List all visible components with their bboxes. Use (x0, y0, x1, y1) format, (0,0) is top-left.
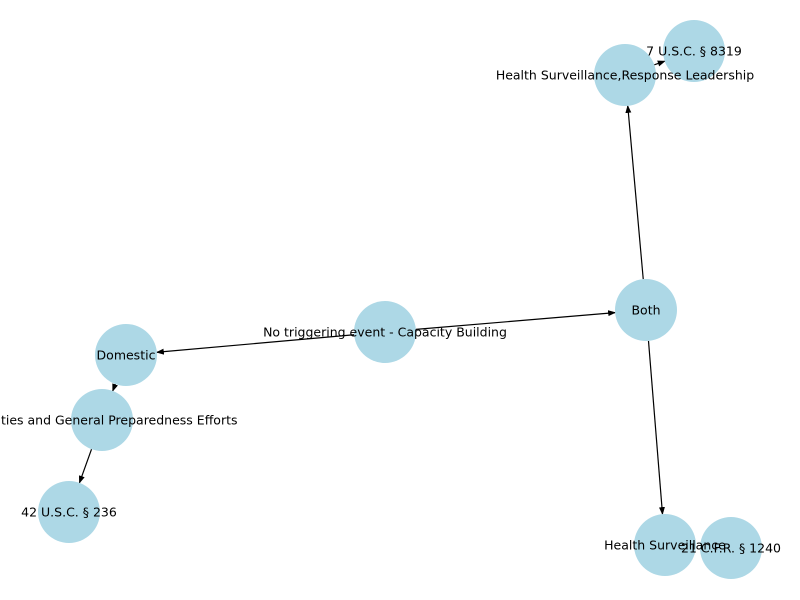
node-hs (634, 514, 696, 576)
node-circle-cfr21 (700, 517, 762, 579)
node-label-both: Both (631, 303, 660, 318)
node-circle-no_trigger (354, 301, 416, 363)
edges-layer (78, 60, 666, 516)
node-cfr21 (700, 517, 762, 579)
node-prep (71, 389, 133, 451)
edge-no_trigger-to-domestic (155, 334, 355, 355)
node-hs_resp (594, 44, 656, 106)
node-circle-hs (634, 514, 696, 576)
nodes-layer: No triggering event - Capacity Building B… (0, 20, 781, 579)
node-circle-hs_resp (594, 44, 656, 106)
node-both (615, 279, 677, 341)
node-usc7 (663, 20, 725, 82)
node-usc42 (38, 481, 100, 543)
edge-hs_resp-to-usc7 (654, 60, 666, 67)
node-circle-domestic (95, 324, 157, 386)
node-label-prep: Activities and General Preparedness Effo… (0, 413, 238, 428)
node-label-cfr21: 21 C.F.R. § 1240 (681, 541, 781, 556)
edge-prep-to-usc42 (78, 448, 93, 484)
edge-both-to-hs_resp (625, 104, 644, 280)
node-circle-both (615, 279, 677, 341)
node-domestic (95, 324, 157, 386)
node-label-hs_resp: Health Surveillance,Response Leadership (496, 68, 754, 83)
edge-no_trigger-to-both (415, 310, 617, 330)
node-circle-usc42 (38, 481, 100, 543)
node-circle-prep (71, 389, 133, 451)
edge-domestic-to-prep (112, 383, 118, 392)
node-circle-usc7 (663, 20, 725, 82)
node-label-usc42: 42 U.S.C. § 236 (21, 505, 117, 520)
node-label-usc7: 7 U.S.C. § 8319 (646, 44, 742, 59)
node-label-hs: Health Surveillance (604, 538, 726, 553)
node-no_trigger (354, 301, 416, 363)
node-label-domestic: Domestic (97, 348, 156, 363)
node-label-no_trigger: No triggering event - Capacity Building (263, 325, 507, 340)
edge-both-to-hs (647, 340, 665, 516)
